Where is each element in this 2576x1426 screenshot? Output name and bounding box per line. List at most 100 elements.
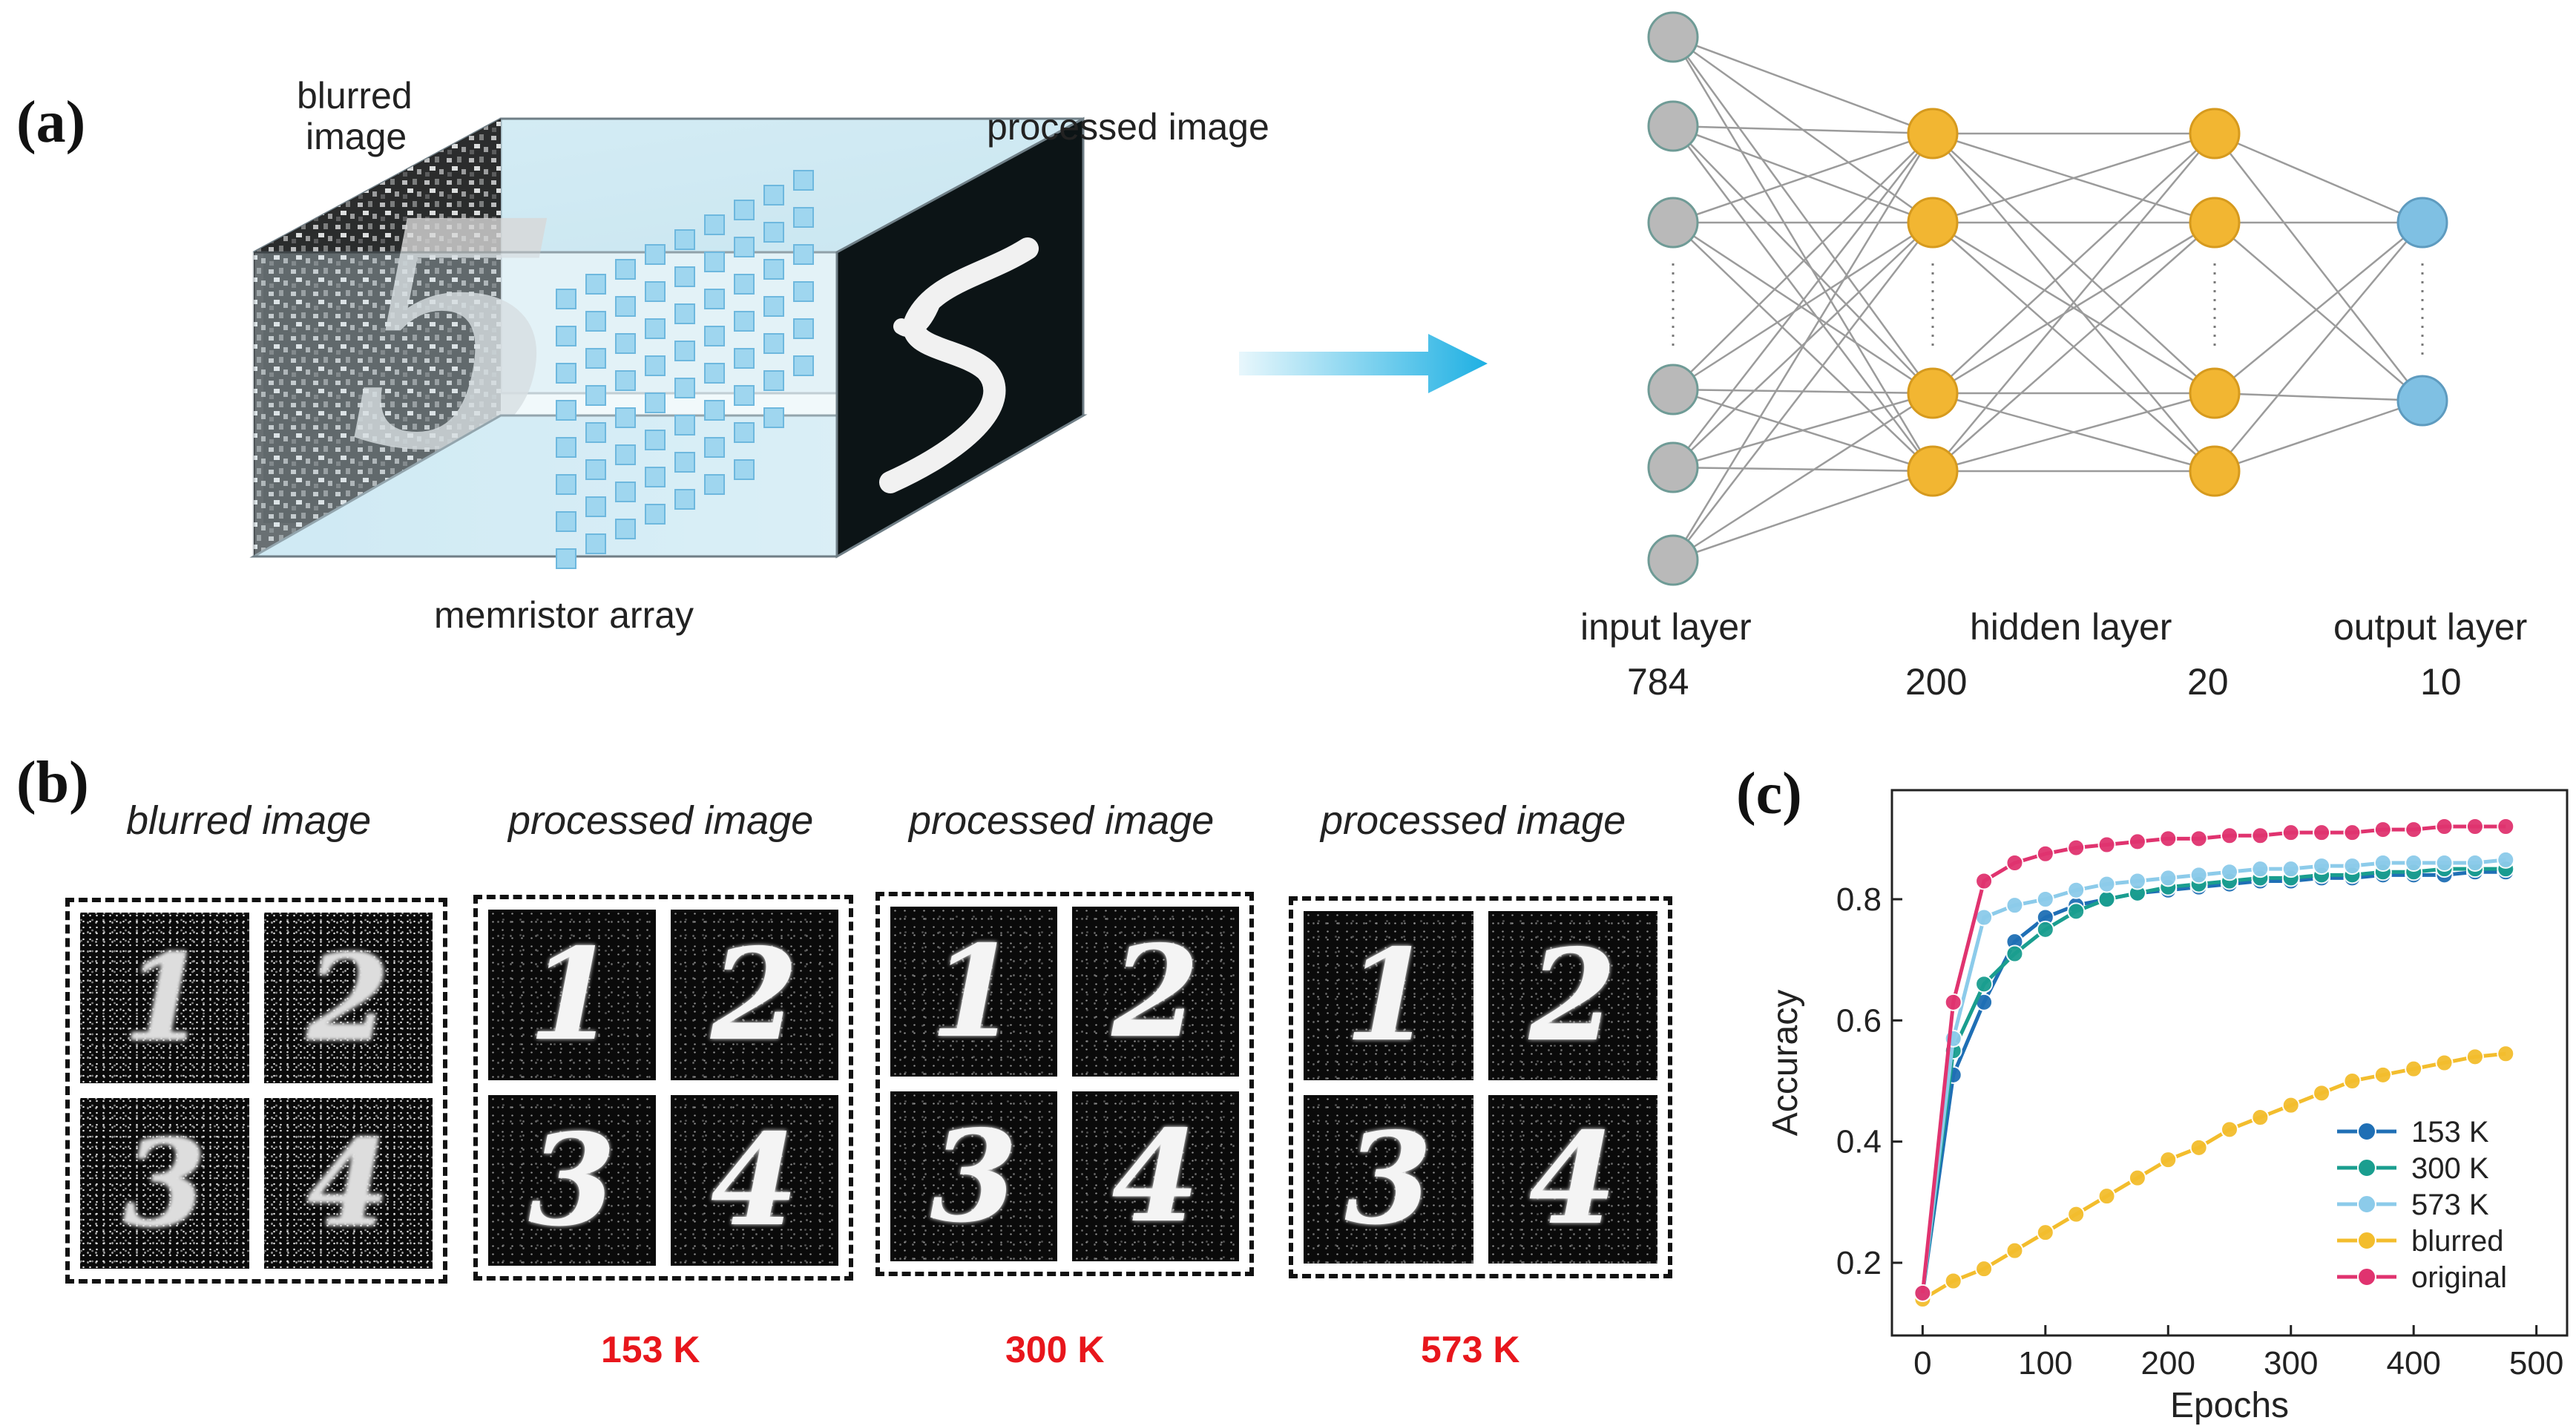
legend-marker	[2357, 1122, 2376, 1141]
network-edge	[1932, 392, 2215, 473]
digit-glyph: 2	[710, 921, 799, 1069]
series-line	[1920, 824, 2506, 1294]
network-edge	[1932, 132, 2215, 224]
network-edge	[2214, 222, 2423, 401]
digit-tile: 3	[1304, 1094, 1473, 1264]
legend-label: blurred	[2411, 1225, 2504, 1258]
network-node	[1907, 367, 1959, 419]
digit-tile: 4	[1072, 1091, 1239, 1261]
network-edge	[1932, 133, 2215, 394]
legend-marker	[2357, 1195, 2376, 1214]
digit-tile: 4	[263, 1098, 433, 1269]
hidden2-size-label: 20	[2187, 661, 2229, 703]
network-ellipsis-dots	[1672, 263, 2424, 360]
network-edge	[1672, 133, 1933, 468]
network-edge	[1672, 222, 1933, 468]
series-point	[2005, 854, 2024, 872]
processed-image	[835, 116, 1085, 559]
noise-texture	[1072, 907, 1239, 1077]
series-point	[2159, 829, 2178, 848]
digit-tile: 2	[1072, 907, 1239, 1077]
digit-glyph: 4	[1528, 1105, 1617, 1254]
series-point	[1944, 1272, 1962, 1290]
series-point	[2097, 890, 2116, 908]
series-point	[1975, 1260, 1994, 1278]
series-point	[2036, 920, 2054, 939]
input-layer-label: input layer	[1580, 606, 1752, 648]
network-edge	[1672, 392, 1933, 562]
network-node	[1907, 108, 1959, 160]
network-node	[1647, 534, 1699, 586]
series-point	[2435, 854, 2454, 872]
network-edge	[1672, 36, 1933, 135]
network-node	[2189, 108, 2241, 160]
plot-frame	[1890, 789, 2569, 1337]
x-tick-label: 0	[1913, 1345, 1931, 1381]
series-point	[2036, 1223, 2054, 1242]
digit-glyph: 2	[306, 928, 390, 1068]
legend-marker	[2357, 1267, 2376, 1287]
series-point	[1975, 908, 1994, 927]
group-title: blurred image	[126, 798, 372, 843]
network-edge	[1932, 221, 2215, 395]
digit-glyph: 3	[1344, 1105, 1433, 1254]
panel-c-label: (c)	[1736, 761, 1802, 827]
digit-glyph: 3	[930, 1102, 1018, 1251]
digit-glyph: 3	[528, 1106, 617, 1255]
network-edge	[1672, 125, 1933, 394]
noise-texture	[1072, 1091, 1239, 1261]
processed-digit-stroke	[879, 237, 1039, 493]
noise-texture	[671, 1095, 838, 1266]
digit-group-box	[875, 892, 1254, 1276]
network-node	[2189, 445, 2241, 497]
series-point	[2097, 835, 2116, 854]
temperature-label: 573 K	[1421, 1329, 1520, 1370]
network-node	[1647, 100, 1699, 152]
series-point	[2189, 829, 2208, 848]
digit-glyph: 4	[1111, 1102, 1200, 1251]
series-point	[2497, 1045, 2515, 1063]
memristor-box-illustration: 5	[249, 116, 1088, 569]
y-tick-label: 0.2	[1836, 1245, 1882, 1281]
network-edge	[1672, 36, 1934, 394]
y-tick-label: 0.6	[1836, 1002, 1882, 1039]
series-point	[2405, 1059, 2423, 1078]
digit-tile: 1	[1304, 911, 1473, 1080]
digit-glyph: 1	[930, 917, 1018, 1066]
series-point	[2435, 818, 2454, 835]
group-title: processed image	[1321, 798, 1626, 843]
digit-tile: 1	[80, 913, 249, 1083]
series-point	[2313, 857, 2331, 875]
series-point	[2036, 844, 2054, 863]
digit-tile: 3	[80, 1098, 249, 1269]
network-edge	[1672, 36, 1934, 472]
network-edge	[1672, 221, 1933, 395]
network-node	[2396, 197, 2448, 249]
series-point	[2005, 1241, 2024, 1260]
digit-group-box	[1289, 896, 1672, 1278]
series-point	[2281, 1096, 2300, 1114]
series-point	[2405, 854, 2423, 872]
noise-texture	[80, 913, 249, 1083]
network-node	[1647, 364, 1699, 415]
digit-tile: 4	[1488, 1094, 1657, 1264]
series-point	[2128, 1169, 2146, 1187]
digit-tile: 1	[890, 907, 1057, 1077]
series-point	[2313, 824, 2331, 842]
legend-marker	[2357, 1231, 2376, 1250]
group-title: processed image	[508, 798, 814, 843]
digit-group-box	[473, 895, 853, 1281]
noise-texture	[80, 1098, 249, 1269]
series-point	[2343, 1072, 2362, 1090]
network-edge	[1672, 125, 1933, 135]
network-node	[2189, 197, 2241, 249]
digit-tile: 1	[488, 910, 656, 1080]
series-point	[2221, 827, 2238, 845]
hidden-layer-label: hidden layer	[1970, 606, 2172, 648]
series-point	[2373, 1065, 2392, 1084]
series-point	[2251, 827, 2270, 845]
network-edge	[1672, 392, 1933, 469]
series-point	[1975, 872, 1994, 890]
temperature-label: 153 K	[601, 1329, 700, 1370]
